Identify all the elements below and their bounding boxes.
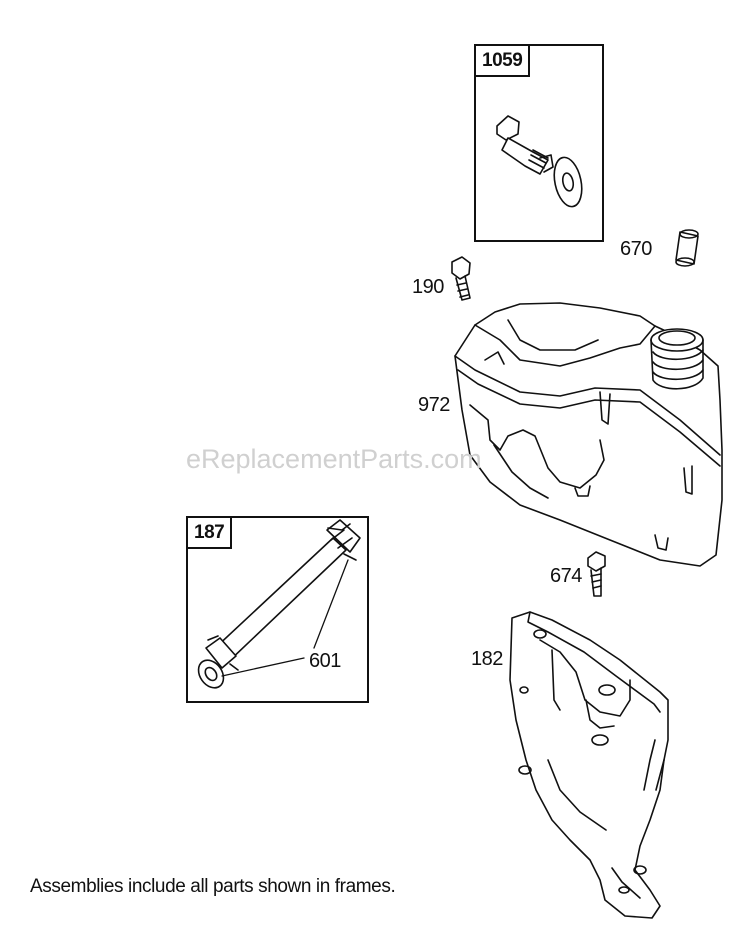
callout-972: 972 [418, 394, 450, 416]
frame-187: 187 [186, 516, 369, 703]
leader-601-a [221, 657, 305, 677]
fuel-tank-972-drawing [454, 302, 723, 567]
callout-601: 601 [309, 650, 341, 672]
screw-674-drawing [587, 551, 606, 597]
bushing-670-drawing [675, 229, 699, 267]
screw-190-drawing [451, 256, 471, 301]
callout-670: 670 [620, 238, 652, 260]
washer-1059-drawing [553, 156, 583, 208]
frame-1059: 1059 [474, 44, 604, 242]
frame-1059-label: 1059 [476, 46, 531, 77]
callout-674: 674 [550, 565, 582, 587]
footnote: Assemblies include all parts shown in fr… [30, 876, 396, 897]
callout-190: 190 [412, 276, 444, 298]
watermark: eReplacementParts.com [186, 444, 482, 474]
bracket-182-drawing [509, 611, 669, 919]
fuel-line-601-drawing [197, 519, 361, 689]
leader-601-b [313, 559, 349, 649]
callout-182: 182 [471, 648, 503, 670]
frame-187-label: 187 [188, 518, 233, 549]
bolt-1059-drawing [496, 115, 554, 175]
